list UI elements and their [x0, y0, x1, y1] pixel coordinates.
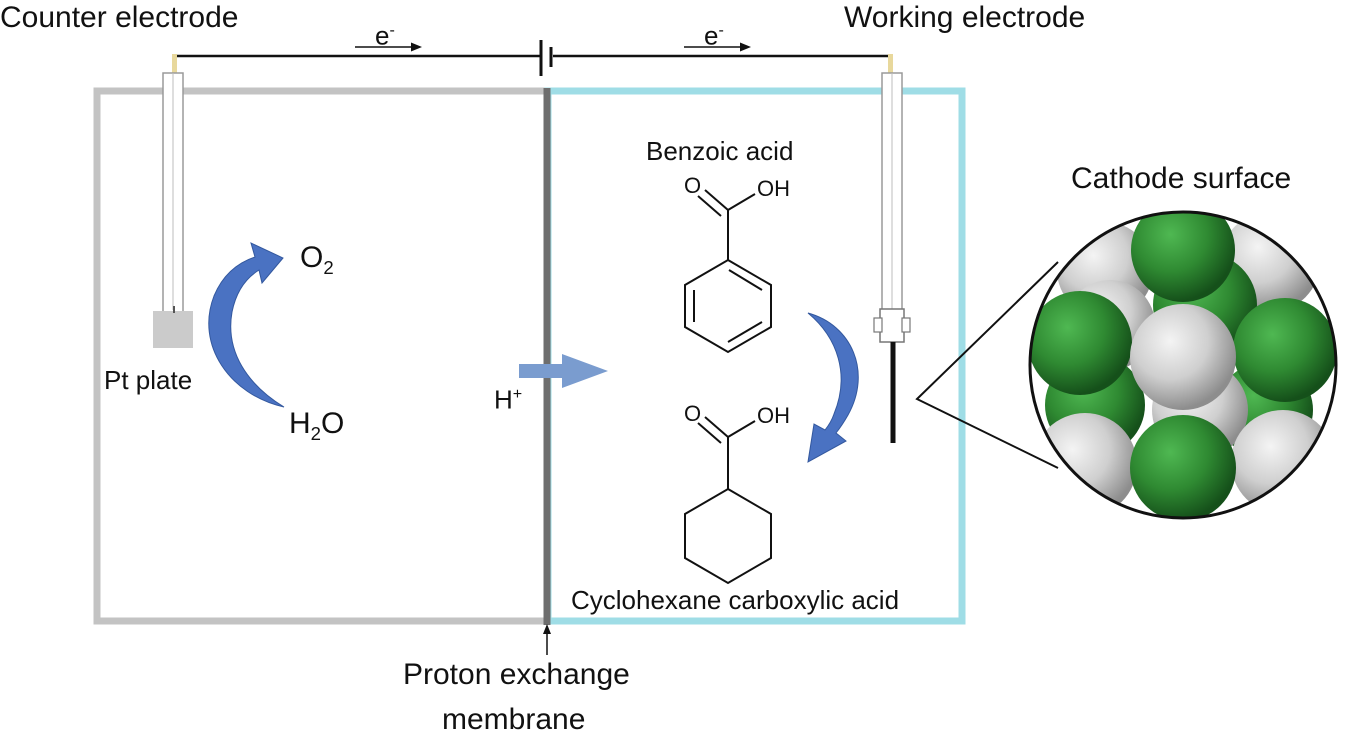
- proton-arrow: [519, 354, 608, 388]
- pt-plate: [153, 311, 193, 348]
- benzoic-acid-structure: [684, 189, 772, 354]
- zoom-callout: [915, 261, 1059, 469]
- membrane-pointer-arrow: [543, 624, 551, 655]
- electron-arrow-right: [684, 42, 751, 52]
- membrane-label-line1: Proton exchange: [403, 658, 630, 691]
- electron-arrow-left: [355, 42, 422, 52]
- benzoic-oh-label: OH: [757, 176, 790, 201]
- benzoic-acid-label: Benzoic acid: [646, 136, 794, 166]
- working-electrode-label: Working electrode: [844, 1, 1086, 34]
- cyclohexane-acid-structure: [684, 416, 772, 585]
- benzoic-o-label: O: [684, 173, 702, 198]
- counter-electrode: [153, 54, 193, 348]
- pt-plate-label: Pt plate: [104, 365, 193, 395]
- electron-label-right: e-: [704, 20, 724, 51]
- proton-label: H+: [494, 384, 523, 415]
- cathode-surface-label: Cathode surface: [1071, 162, 1292, 195]
- cathode-surface-zoom: [1028, 210, 1338, 520]
- electron-label-left: e-: [375, 20, 395, 51]
- water-oxidation-arrow: [208, 242, 285, 408]
- membrane-label-line2: membrane: [442, 703, 586, 736]
- water-label: H2O: [289, 407, 345, 444]
- reduction-arrow: [807, 312, 859, 463]
- working-electrode: [873, 54, 911, 443]
- cyclohexane-acid-label: Cyclohexane carboxylic acid: [571, 585, 900, 615]
- cyclohexane-o-label: O: [684, 401, 702, 426]
- counter-electrode-label: Counter electrode: [0, 1, 239, 34]
- oxygen-label: O2: [300, 241, 334, 278]
- cyclohexane-oh-label: OH: [757, 403, 790, 428]
